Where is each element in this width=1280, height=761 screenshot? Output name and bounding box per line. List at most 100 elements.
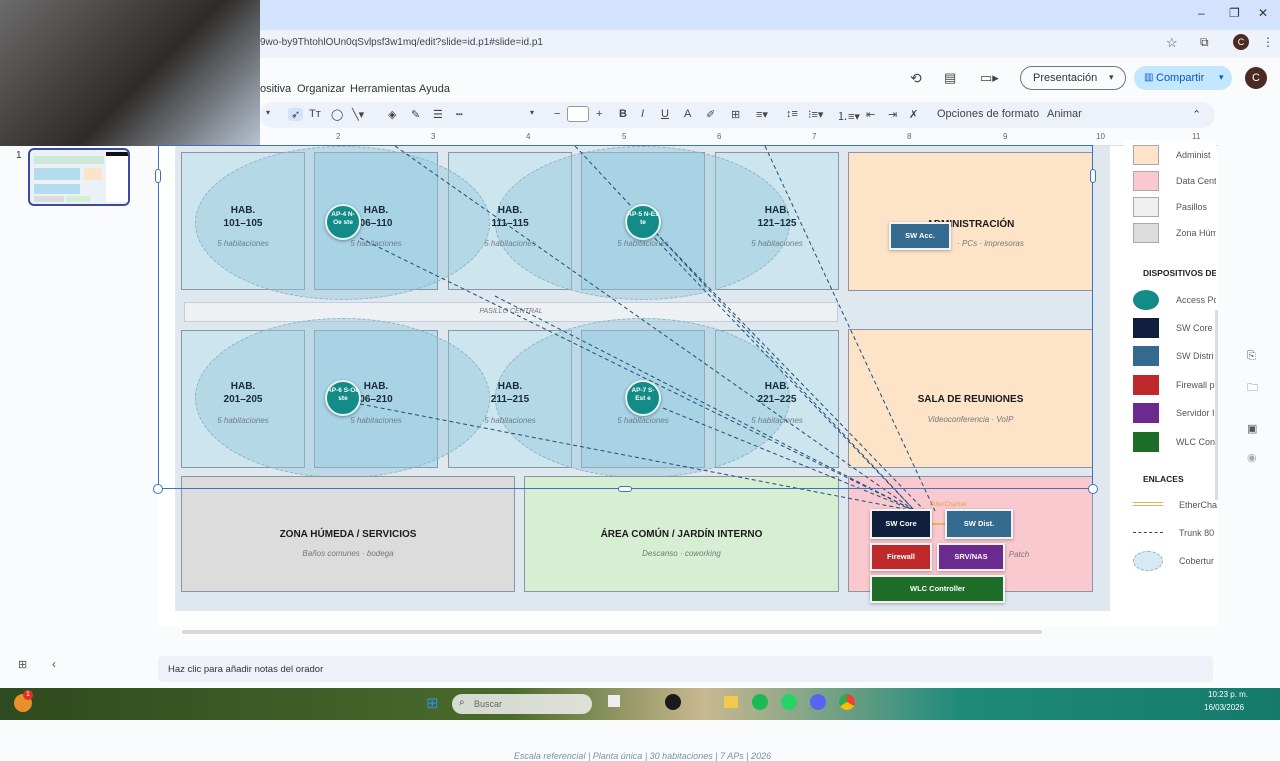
wlc-controller-device[interactable]: WLC Controller [870,575,1005,603]
present-icon[interactable]: ▣ [1247,423,1258,435]
whatsapp-icon[interactable] [781,694,797,710]
windows-taskbar [0,688,1280,720]
resize-handle[interactable] [618,486,632,492]
kebab-menu-icon[interactable]: ⋮ [1262,35,1274,49]
srv-nas-device[interactable]: SRV/NAS [937,543,1005,571]
trunk-line [574,146,916,512]
obs-icon[interactable] [665,694,681,710]
firewall-device[interactable]: Firewall [870,543,932,571]
ruler-tick: 11 [1192,132,1201,141]
highlight-icon[interactable]: ✐ [706,109,716,121]
file-explorer-icon[interactable] [724,696,738,708]
line-icon[interactable]: ╲▾ [352,109,365,121]
access-point[interactable]: AP-7 S-Est e [625,380,661,416]
sw-core-device[interactable]: SW Core [870,509,932,539]
meet-camera-icon[interactable]: ▭▸ [980,70,999,85]
legend-scrollbar[interactable] [1215,310,1218,500]
close-icon[interactable]: ✕ [1258,6,1269,20]
spotify-icon[interactable] [752,694,768,710]
menu-ayuda[interactable]: Ayuda [419,83,450,95]
underline-icon[interactable]: U [661,108,669,120]
border-color-icon[interactable]: ✎ [411,109,421,121]
share-button[interactable]: Compartir [1134,66,1232,90]
sw-dist-device[interactable]: SW Dist. [945,509,1013,539]
clear-formatting-icon[interactable]: ✗ [909,109,919,121]
presentation-button[interactable]: Presentación [1020,66,1126,90]
slide-thumbnail[interactable] [28,148,130,206]
extensions-icon[interactable]: ⧉ [1200,35,1209,49]
presentation-dropdown-icon[interactable]: ▾ [1109,72,1114,82]
minimize-icon[interactable]: – [1198,6,1205,20]
menu-diapositiva[interactable]: ositiva [260,83,292,95]
menu-herramientas[interactable]: Herramientas [350,83,417,95]
search-label: Buscar [474,699,503,709]
border-dash-icon[interactable]: ┅ [456,109,463,121]
animate-button[interactable]: Animar [1047,108,1082,120]
format-options-button[interactable]: Opciones de formato [937,108,1040,120]
bookmark-star-icon[interactable]: ☆ [1166,35,1178,50]
resize-handle[interactable] [155,169,161,183]
speaker-notes[interactable]: Haz clic para añadir notas del orador [158,656,1213,682]
notes-placeholder: Haz clic para añadir notas del orador [168,664,324,675]
collapse-panel-icon[interactable]: ‹ [52,657,56,671]
comments-icon[interactable]: ▤ [944,70,957,85]
task-view-icon[interactable] [608,695,620,707]
trunk-line [654,231,926,512]
grid-view-icon[interactable]: ⊞ [18,659,28,671]
room-subtitle: 5 habitaciones [350,416,402,425]
history-icon[interactable]: ⟲ [910,70,922,86]
text-color-icon[interactable]: A [684,108,692,120]
taskbar-search[interactable]: Buscar [452,694,592,714]
menu-organizar[interactable]: Organizar [297,83,346,95]
numbered-list-icon[interactable]: ⒈≡▾ [837,111,860,123]
line-spacing-icon[interactable]: ↕≡ [786,108,798,120]
clock-date[interactable]: 16/03/2026 [1204,703,1245,712]
share-dropdown-icon[interactable]: ▾ [1219,72,1224,82]
bullet-list-icon[interactable]: ⁝≡▾ [808,109,824,121]
share-label: Compartir [1156,72,1205,84]
user-avatar[interactable]: C [1245,67,1267,89]
keep-icon[interactable]: ⎘ [1247,350,1256,362]
resize-handle[interactable] [1088,484,1098,494]
decrease-indent-icon[interactable]: ⇤ [866,109,876,121]
increase-indent-icon[interactable]: ⇥ [888,109,898,121]
legend-swatch [1133,403,1159,423]
resize-handle[interactable] [1090,169,1096,183]
font-dropdown-icon[interactable]: ▾ [530,108,535,117]
increase-font-icon[interactable]: + [596,108,603,120]
restore-icon[interactable]: ❐ [1229,6,1240,20]
chrome-icon[interactable] [839,694,855,710]
profile-avatar[interactable]: C [1233,34,1249,50]
legend-label: Servidor I [1176,408,1215,418]
border-weight-icon[interactable]: ☰ [433,109,443,121]
italic-icon[interactable]: I [641,108,645,120]
horizontal-scrollbar[interactable] [182,630,1042,634]
webcam-overlay [0,0,260,146]
shape-icon[interactable]: ◯ [331,109,344,121]
sw-access-device[interactable]: SW Acc. [889,222,951,250]
align-icon[interactable]: ≡▾ [756,109,768,121]
text-box-icon[interactable]: Tт [309,108,321,120]
bold-icon[interactable]: B [619,108,627,120]
collapse-toolbar-icon[interactable]: ⌃ [1192,109,1202,121]
insert-link-icon[interactable]: ⊞ [731,109,741,121]
select-tool-icon[interactable]: ➶ [288,108,304,121]
horizontal-ruler: 2 3 4 5 6 7 8 9 10 11 [160,130,1220,146]
font-size-input[interactable] [567,106,589,122]
record-icon[interactable]: ◉ [1247,452,1257,464]
url-text[interactable]: 9wo-by9ThtohlOUn0qSvlpsf3w1mq/edit?slide… [260,37,543,48]
room-range: 111–115 [491,218,529,229]
access-point[interactable]: AP-6 S-Oe ste [325,380,361,416]
windows-start-icon[interactable]: ⊞ [426,695,439,712]
fill-color-icon[interactable]: ◈ [388,109,397,121]
folder-icon[interactable]: 🗀 [1247,382,1258,394]
access-point[interactable]: AP-5 N-Es te [625,204,661,240]
access-point[interactable]: AP-4 N-Oe ste [325,204,361,240]
room-subtitle: 5 habitaciones [350,239,402,248]
decrease-font-icon[interactable]: − [554,108,561,120]
discord-icon[interactable] [810,694,826,710]
meeting-title: SALA DE REUNIONES [917,394,1024,405]
zoom-dropdown-icon[interactable]: ▾ [266,108,271,117]
clock-time[interactable]: 10:23 p. m. [1208,690,1249,699]
resize-handle[interactable] [153,484,163,494]
